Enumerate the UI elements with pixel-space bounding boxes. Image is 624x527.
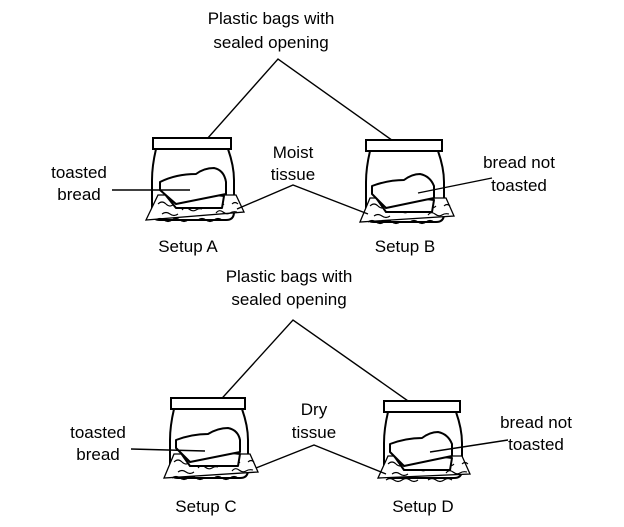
bag-b-untoasted-bread [371, 173, 435, 213]
bottom-tissue-label-line2: tissue [292, 423, 336, 442]
bag-d-untoasted-bread [389, 431, 453, 471]
bag-setup-b [358, 139, 455, 225]
bottom-right-bread-label-line2: toasted [508, 435, 564, 454]
top-bag-label-line2: sealed opening [213, 33, 328, 52]
bottom-tissue-label-line1: Dry [301, 400, 328, 419]
bag-b-seal [365, 139, 443, 152]
bottom-left-bread-label-line2: bread [76, 445, 119, 464]
top-tissue-pointer-lines [236, 184, 369, 215]
setup-c-label: Setup C [175, 497, 236, 516]
top-bag-pointer-lines [198, 58, 404, 149]
bag-a-seal [152, 137, 232, 150]
bottom-bag-label-line1: Plastic bags with [226, 267, 353, 286]
bottom-tissue-pointer-lines [255, 444, 387, 475]
setup-a-label: Setup A [158, 237, 218, 256]
bottom-bag-label-line2: sealed opening [231, 290, 346, 309]
top-row: Plastic bags with sealed opening t [51, 9, 555, 256]
top-left-bread-label-line2: bread [57, 185, 100, 204]
bottom-right-bread-label-line1: bread not [500, 413, 572, 432]
bag-setup-a [144, 137, 245, 223]
top-tissue-label-line1: Moist [273, 143, 314, 162]
bag-setup-c [162, 397, 259, 481]
bottom-row: Plastic bags with sealed opening t [70, 267, 572, 516]
top-right-bread-label-line1: bread not [483, 153, 555, 172]
bag-a-toasted-bread [159, 167, 227, 209]
setup-d-label: Setup D [392, 497, 453, 516]
top-left-bread-label-line1: toasted [51, 163, 107, 182]
top-bag-label-line1: Plastic bags with [208, 9, 335, 28]
top-tissue-label-line2: tissue [271, 165, 315, 184]
bag-c-seal [170, 397, 246, 410]
bottom-left-bread-label-line1: toasted [70, 423, 126, 442]
top-right-bread-pointer [417, 177, 493, 194]
top-right-bread-label-line2: toasted [491, 176, 547, 195]
bag-setup-d [376, 400, 471, 483]
bottom-left-bread-pointer [130, 448, 206, 452]
bag-d-seal [383, 400, 461, 413]
bottom-bag-pointer-lines [214, 319, 419, 409]
bottom-right-bread-pointer [429, 439, 509, 453]
setup-b-label: Setup B [375, 237, 436, 256]
